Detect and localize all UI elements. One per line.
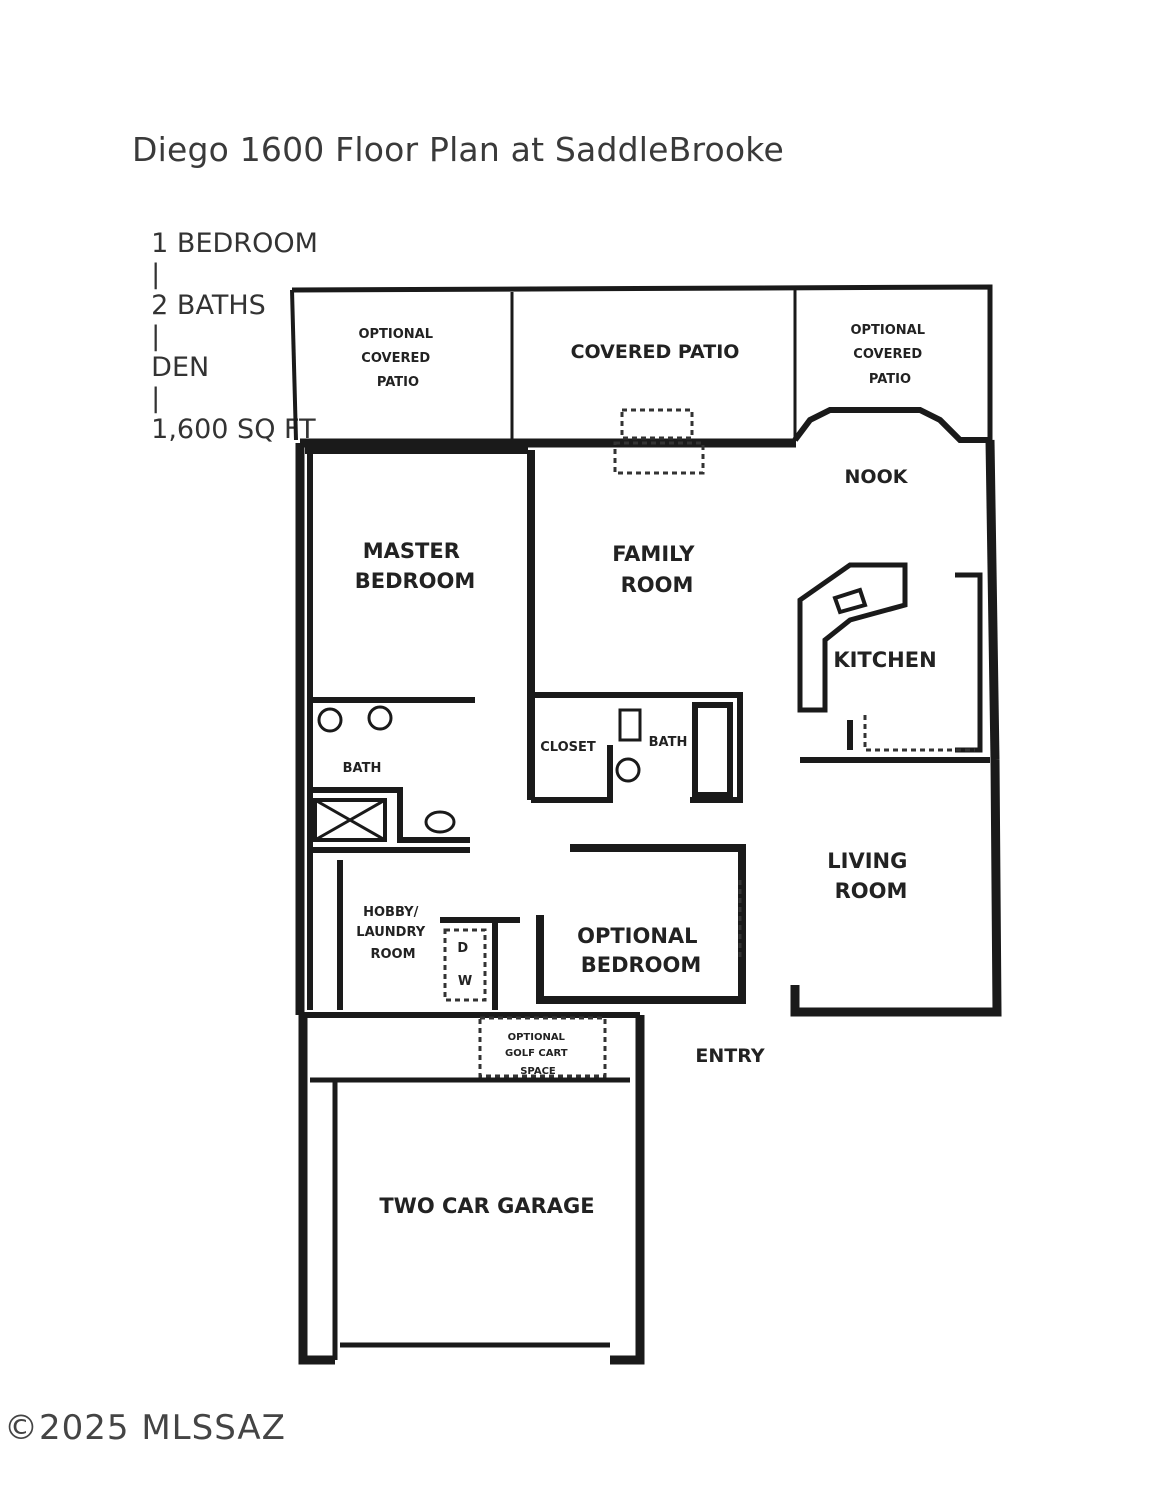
separator: | [151, 383, 161, 414]
optional-patio-right-label: OPTIONAL COVERED PATIO [850, 323, 929, 387]
walls [290, 284, 1002, 1365]
page-title: Diego 1600 Floor Plan at SaddleBrooke [132, 130, 784, 169]
bath-master-label: BATH [343, 761, 382, 776]
bath-upper-label: BATH [649, 735, 688, 750]
plan-summary: 1 BEDROOM | 2 BATHS | DEN | 1,600 SQ FT [134, 197, 318, 445]
kitchen-label: KITCHEN [833, 648, 936, 672]
dashed-features [443, 408, 975, 1078]
bath-count: 2 BATHS [151, 290, 266, 321]
separator: | [151, 321, 161, 352]
master-bedroom-label: MASTER BEDROOM [355, 539, 476, 593]
optional-bedroom-label: OPTIONAL BEDROOM [577, 924, 705, 977]
nook-label: NOOK [845, 466, 909, 488]
bedroom-count: 1 BEDROOM [151, 228, 318, 259]
entry-label: ENTRY [695, 1045, 764, 1067]
square-footage: 1,600 SQ FT [151, 414, 316, 445]
separator: | [151, 259, 161, 290]
family-room-label: FAMILY ROOM [612, 542, 702, 597]
closet-label: CLOSET [540, 740, 596, 755]
garage-label: TWO CAR GARAGE [379, 1194, 594, 1218]
golf-cart-label: OPTIONAL GOLF CART SPACE [505, 1032, 571, 1077]
optional-patio-left-label: OPTIONAL COVERED PATIO [358, 327, 437, 390]
room-labels: OPTIONAL COVERED PATIO COVERED PATIO OPT… [343, 323, 937, 1218]
hobby-laundry-label: HOBBY/ LAUNDRY ROOM [356, 905, 429, 962]
copyright-watermark: ©2025 MLSSAZ [4, 1408, 286, 1448]
dishwasher-label: D W [457, 941, 472, 989]
living-room-label: LIVING ROOM [827, 849, 914, 903]
covered-patio-label: COVERED PATIO [571, 341, 740, 363]
den-label: DEN [151, 352, 210, 383]
